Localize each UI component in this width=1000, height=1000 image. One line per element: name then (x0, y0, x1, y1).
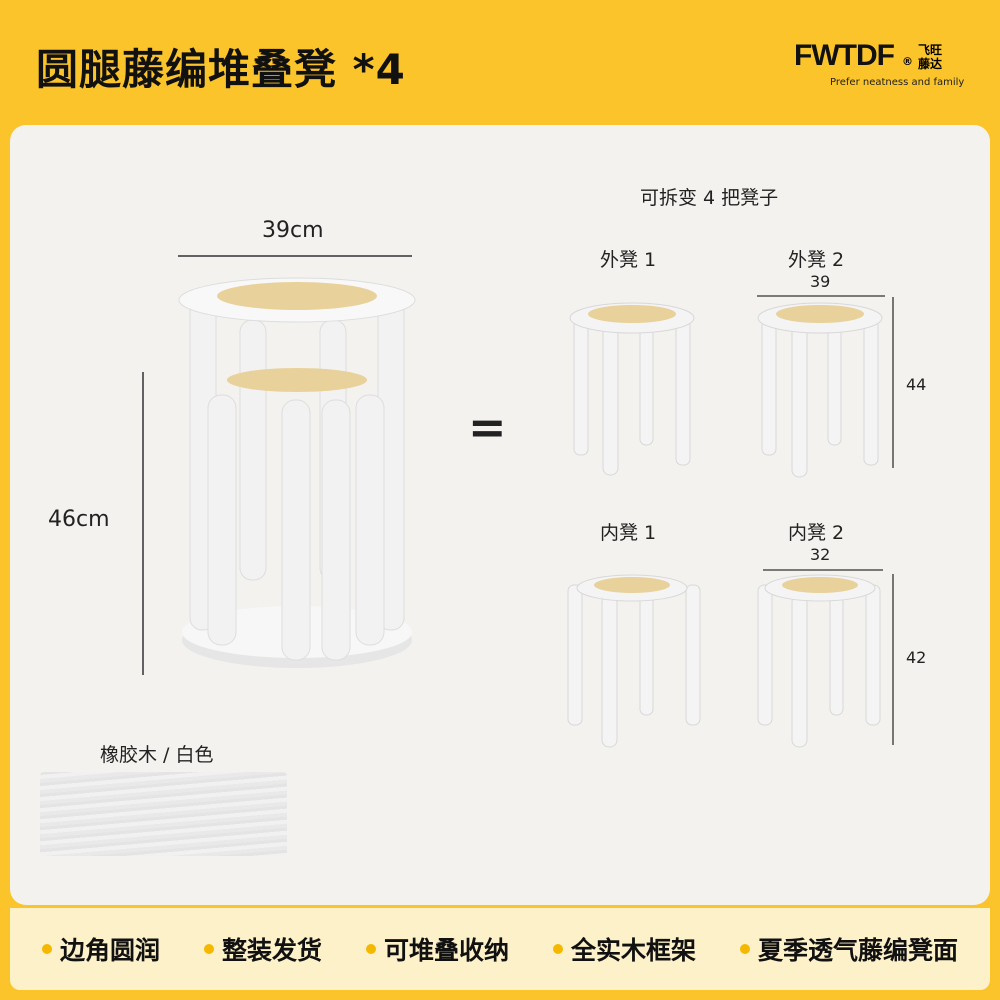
bullet-icon (365, 944, 376, 954)
feature-item: 边角圆润 (41, 931, 160, 967)
bullet-icon (41, 944, 52, 954)
equals-sign: = (468, 400, 507, 454)
feature-item: 整装发货 (203, 931, 322, 967)
logo-mark: FWTDF (794, 39, 895, 72)
inner-width-label: 32 (810, 545, 831, 564)
stool-label-outer-2: 外凳 2 (788, 249, 845, 271)
outer-height-label: 44 (906, 375, 927, 394)
brand-logo: FWTDF ® 飞旺藤达 Prefer neatness and family (794, 40, 984, 92)
logo-tagline: Prefer neatness and family (830, 77, 965, 88)
feature-bar: 边角圆润 整装发货 可堆叠收纳 全实木框架 夏季透气藤编凳面 (10, 908, 990, 990)
stool-label-inner-1: 内凳 1 (600, 522, 657, 544)
inner-height-label: 42 (906, 648, 927, 667)
page-title: 圆腿藤编堆叠凳 *4 (36, 45, 406, 94)
feature-text: 夏季透气藤编凳面 (757, 936, 958, 965)
feature-text: 全实木框架 (570, 936, 696, 965)
logo-registered: ® (902, 55, 913, 68)
feature-text: 边角圆润 (59, 936, 160, 965)
bullet-icon (739, 944, 750, 954)
feature-item: 全实木框架 (552, 931, 696, 967)
logo-chinese: 飞旺藤达 (918, 43, 943, 71)
feature-text: 可堆叠收纳 (383, 936, 509, 965)
wood-color-swatch (40, 772, 287, 856)
stacked-width-label: 39cm (262, 218, 324, 243)
bullet-icon (552, 944, 563, 954)
stool-label-outer-1: 外凳 1 (600, 249, 657, 271)
outer-width-label: 39 (810, 272, 831, 291)
stool-label-inner-2: 内凳 2 (788, 522, 845, 544)
bullet-icon (203, 944, 214, 954)
feature-text: 整装发货 (221, 936, 322, 965)
feature-item: 可堆叠收纳 (365, 931, 509, 967)
material-label: 橡胶木 / 白色 (100, 744, 214, 766)
split-caption: 可拆变 4 把凳子 (640, 187, 779, 209)
feature-item: 夏季透气藤编凳面 (739, 931, 958, 967)
stacked-height-label: 46cm (48, 507, 110, 532)
